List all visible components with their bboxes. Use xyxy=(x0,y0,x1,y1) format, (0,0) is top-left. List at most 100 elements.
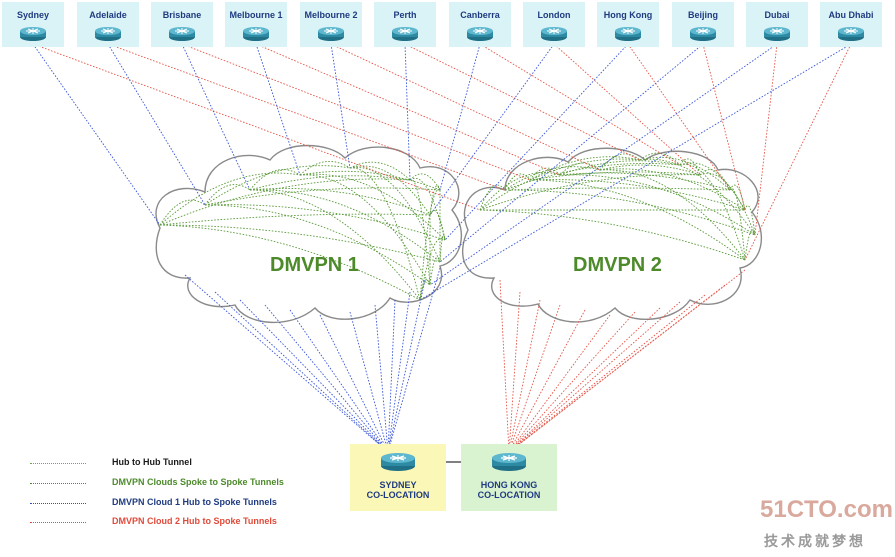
sydney-colocation[interactable]: SYDNEY CO-LOCATION xyxy=(350,444,446,511)
legend-item-cloud-1-hub: DMVPN Cloud 1 Hub to Spoke Tunnels xyxy=(30,497,320,511)
cloud-2-hub-tunnel xyxy=(744,43,852,261)
site-canberra[interactable]: Canberra xyxy=(449,2,511,47)
cloud-1-hub-tunnel xyxy=(264,304,389,453)
spoke-to-spoke-tunnel xyxy=(479,184,506,211)
watermark-slogan: 技术成就梦想 xyxy=(764,533,866,549)
cloud-1-hub-tunnel xyxy=(374,304,389,453)
hong-kong-colocation[interactable]: HONG KONG CO-LOCATION xyxy=(461,444,557,511)
cloud-2-hub-tunnel xyxy=(508,309,586,453)
dmvpn-2-cloud xyxy=(461,147,763,323)
spoke-to-spoke-tunnel xyxy=(159,213,431,226)
cloud-1-hub-tunnel xyxy=(32,43,161,226)
spoke-to-spoke-tunnel xyxy=(679,163,746,261)
cloud-1-hub-tunnel xyxy=(184,274,389,453)
spoke-to-spoke-tunnel xyxy=(429,210,446,241)
cloud-1-hub-tunnel xyxy=(239,299,389,453)
cloud-2-hub-tunnel xyxy=(107,43,506,191)
spoke-to-spoke-tunnel xyxy=(349,165,431,216)
spoke-to-spoke-tunnel xyxy=(479,174,701,211)
cloud-1-hub-tunnel xyxy=(214,291,389,453)
spoke-to-spoke-tunnel xyxy=(599,168,746,211)
spoke-to-spoke-tunnel xyxy=(599,153,641,171)
site-brisbane[interactable]: Brisbane xyxy=(151,2,213,47)
site-melbourne-2[interactable]: Melbourne 2 xyxy=(300,2,362,47)
spoke-to-spoke-tunnel xyxy=(204,184,251,206)
spoke-to-spoke-tunnel xyxy=(349,161,411,181)
spoke-to-spoke-tunnel xyxy=(744,205,756,236)
watermark-logo: 51CTO.com xyxy=(760,496,893,523)
spoke-to-spoke-tunnel xyxy=(744,230,756,261)
legend-label: DMVPN Cloud 1 Hub to Spoke Tunnels xyxy=(112,497,277,507)
site-melbourne-1[interactable]: Melbourne 1 xyxy=(225,2,287,47)
site-adelaide[interactable]: Adelaide xyxy=(77,2,139,47)
cloud-1-hub-tunnel xyxy=(255,43,301,176)
cloud-1-hub-tunnel xyxy=(429,43,778,286)
spoke-to-spoke-tunnel xyxy=(699,169,731,191)
spoke-to-spoke-tunnel xyxy=(504,189,756,236)
legend-label: DMVPN Cloud 2 Hub to Spoke Tunnels xyxy=(112,516,277,526)
site-label: Beijing xyxy=(687,10,718,20)
cloud-1-hub-tunnel xyxy=(107,43,206,206)
cloud-2-hub-tunnel xyxy=(508,294,706,453)
site-dubai[interactable]: Dubai xyxy=(746,2,808,47)
router-icon xyxy=(764,27,790,41)
legend-line xyxy=(30,522,86,523)
site-label: Abu Dhabi xyxy=(828,10,874,20)
spoke-to-spoke-tunnel xyxy=(529,171,701,181)
spoke-to-spoke-tunnel xyxy=(249,188,431,216)
spoke-to-spoke-tunnel xyxy=(479,209,746,261)
spoke-to-spoke-tunnel xyxy=(159,178,411,226)
cloud-2-hub-tunnel xyxy=(508,301,681,453)
legend-line xyxy=(30,503,86,504)
spoke-to-spoke-tunnel xyxy=(159,172,301,226)
router-icon xyxy=(838,27,864,41)
spoke-to-spoke-tunnel xyxy=(559,162,601,176)
cloud-1-hub-tunnel xyxy=(349,311,389,453)
spoke-to-spoke-tunnel xyxy=(419,189,441,301)
router-icon xyxy=(541,27,567,41)
dmvpn-1-label: DMVPN 1 xyxy=(270,254,359,276)
cloud-2-hub-tunnel xyxy=(181,43,531,181)
site-label: Melbourne 2 xyxy=(304,10,358,20)
site-perth[interactable]: Perth xyxy=(374,2,436,47)
legend-item-cloud-2-hub: DMVPN Cloud 2 Hub to Spoke Tunnels xyxy=(30,516,320,530)
site-label: Dubai xyxy=(764,10,790,20)
cloud-1-hub-tunnel xyxy=(439,43,704,263)
cloud-2-hub-tunnel xyxy=(553,43,701,176)
router-icon xyxy=(615,27,641,41)
legend-label: DMVPN Clouds Spoke to Spoke Tunnels xyxy=(112,477,284,487)
colocation-label: HONG KONG CO-LOCATION xyxy=(477,480,541,500)
spoke-to-spoke-tunnel xyxy=(204,187,441,206)
spoke-to-spoke-tunnel xyxy=(429,256,441,286)
router-icon xyxy=(20,27,46,41)
spoke-to-spoke-tunnel xyxy=(504,187,731,191)
spoke-to-spoke-tunnel xyxy=(439,234,446,263)
site-sydney[interactable]: Sydney xyxy=(2,2,64,47)
spoke-to-spoke-tunnel xyxy=(529,179,746,211)
spoke-to-spoke-tunnel xyxy=(529,156,641,181)
cloud-2-hub-tunnel xyxy=(479,43,681,166)
site-beijing[interactable]: Beijing xyxy=(672,2,734,47)
cloud-2-hub-tunnel xyxy=(508,307,661,453)
site-label: Perth xyxy=(393,10,417,20)
cloud-2-hub-tunnel xyxy=(32,43,481,211)
cloud-2-hub-tunnel xyxy=(404,43,641,161)
site-hong-kong[interactable]: Hong Kong xyxy=(597,2,659,47)
cloud-2-hub-tunnel xyxy=(255,43,561,176)
spoke-to-spoke-tunnel xyxy=(299,173,446,241)
cloud-2-hub-tunnel xyxy=(754,43,778,236)
spoke-to-spoke-tunnel xyxy=(349,166,441,263)
cloud-1-hub-tunnel xyxy=(181,43,251,191)
site-london[interactable]: London xyxy=(523,2,585,47)
spoke-to-spoke-tunnel xyxy=(159,199,206,226)
spoke-to-spoke-tunnel xyxy=(504,173,531,191)
spoke-to-spoke-tunnel xyxy=(349,167,421,301)
cloud-2-hub-tunnel xyxy=(508,314,611,453)
site-abu-dhabi[interactable]: Abu Dhabi xyxy=(820,2,882,47)
spoke-to-spoke-tunnel xyxy=(204,204,446,241)
cloud-2-hub-tunnel xyxy=(508,304,561,453)
legend-item-hub-to-hub: Hub to Hub Tunnel xyxy=(30,457,320,471)
spoke-to-spoke-tunnel xyxy=(204,204,431,286)
